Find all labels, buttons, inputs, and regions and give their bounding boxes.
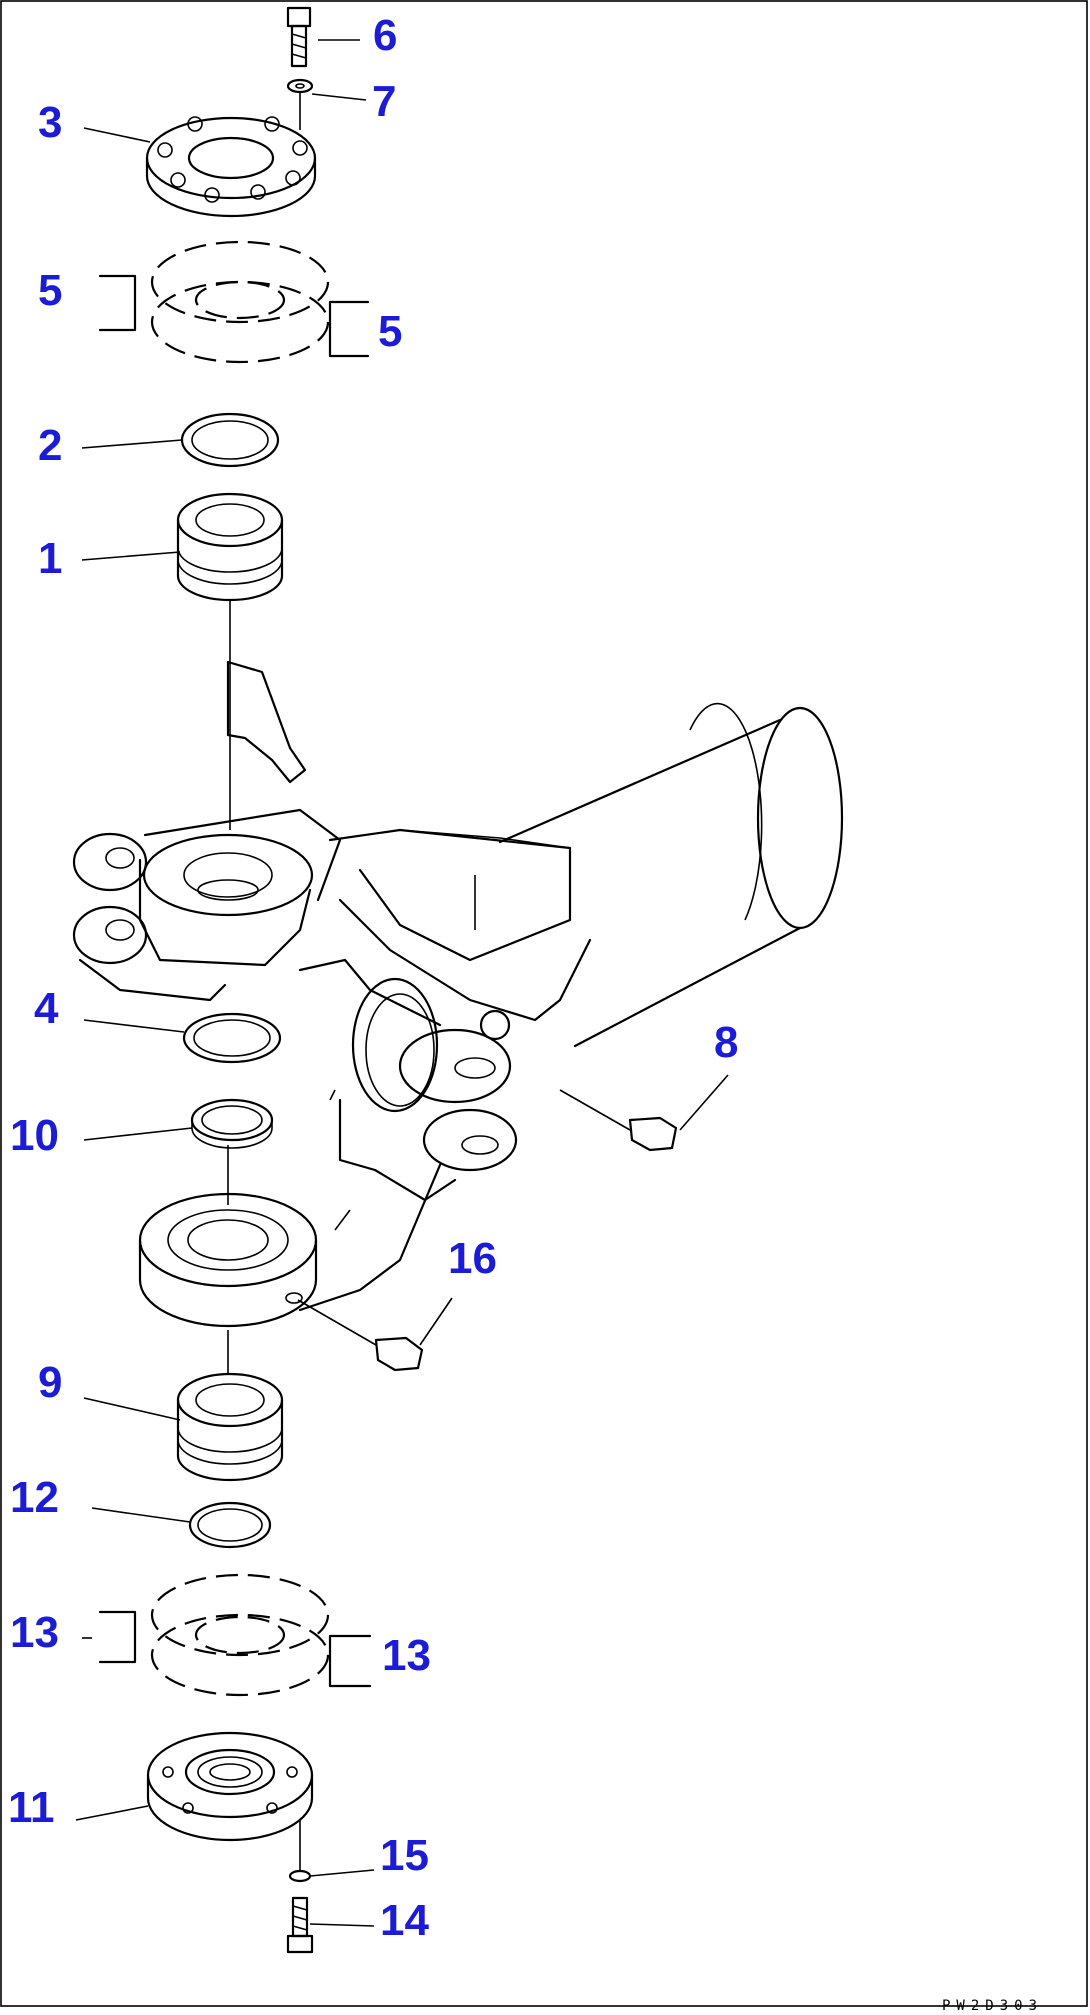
callout-15: 15 [380, 1831, 429, 1880]
bracket-5-right [328, 300, 370, 358]
part-9-bushing[interactable] [176, 1372, 284, 1482]
callout-16: 16 [448, 1234, 497, 1283]
part-3-upper-cap[interactable] [145, 116, 317, 218]
callout-14: 14 [380, 1896, 429, 1945]
drawing-code: PW2D303 [942, 1998, 1043, 2014]
callout-5-right: 5 [378, 307, 402, 356]
part-16-grease-fitting[interactable] [285, 1292, 424, 1372]
callout-1: 1 [38, 534, 62, 583]
part-5-shims[interactable] [150, 240, 330, 364]
part-11-lower-cap[interactable] [146, 1731, 314, 1842]
bracket-5-left [98, 274, 137, 332]
part-4-ring[interactable] [182, 1012, 282, 1064]
part-8-grease-fitting[interactable] [559, 1089, 678, 1152]
callout-4: 4 [34, 984, 59, 1033]
part-10-seal[interactable] [190, 1098, 274, 1149]
callout-11: 11 [8, 1783, 55, 1832]
part-12-seal[interactable] [188, 1501, 272, 1549]
part-13-shims[interactable] [150, 1573, 330, 1697]
callout-2: 2 [38, 421, 62, 470]
callout-13-right: 13 [382, 1631, 431, 1680]
bracket-13-right [328, 1634, 372, 1688]
callout-5-left: 5 [38, 266, 62, 315]
callout-8: 8 [714, 1018, 738, 1067]
callout-6: 6 [373, 11, 397, 60]
callout-7: 7 [372, 77, 396, 126]
knuckle-body[interactable] [72, 702, 844, 1328]
bracket-13-left [98, 1610, 137, 1664]
part-1-bushing[interactable] [176, 492, 284, 602]
part-14-bolt[interactable] [286, 1896, 314, 1954]
part-2-ring[interactable] [180, 412, 280, 468]
part-15-washer[interactable] [288, 1869, 312, 1883]
leader-lines [75, 39, 729, 1927]
part-key [226, 660, 307, 784]
part-7-washer[interactable] [286, 78, 314, 94]
callout-3: 3 [38, 98, 62, 147]
callout-13-left: 13 [10, 1608, 59, 1657]
callout-12: 12 [10, 1473, 59, 1522]
part-6-bolt[interactable] [286, 6, 312, 68]
callout-9: 9 [38, 1358, 62, 1407]
callout-10: 10 [10, 1111, 59, 1160]
